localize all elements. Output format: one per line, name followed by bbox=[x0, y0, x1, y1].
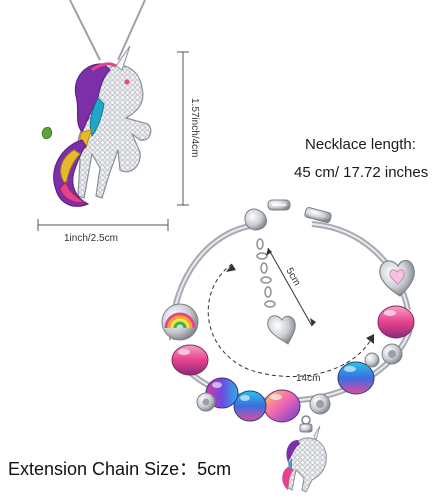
necklace-length-title: Necklace length: bbox=[305, 136, 416, 153]
glass-bead bbox=[171, 344, 209, 376]
width-dimension: 1inch/2.5cm bbox=[37, 219, 169, 244]
heart-tag-icon bbox=[267, 315, 296, 345]
glass-bead bbox=[263, 389, 301, 423]
heart-charm-icon bbox=[379, 259, 415, 297]
necklace-chain bbox=[69, 0, 146, 61]
diameter-dimension: 14cm bbox=[207, 263, 375, 384]
bracelet-chain bbox=[168, 221, 413, 404]
flower-bead-icon bbox=[309, 393, 331, 415]
height-dimension: 1.57inch/4cm bbox=[177, 51, 200, 206]
inner-dimension-label: 5cm bbox=[283, 266, 302, 288]
inner-dimension: 5cm bbox=[266, 247, 316, 327]
lobster-clasp-icon bbox=[244, 199, 332, 231]
necklace-length-value: 45 cm/ 17.72 inches bbox=[294, 164, 429, 181]
extension-chain-size-label: Extension Chain Size：5cm bbox=[8, 459, 232, 479]
unicorn-dangle-charm-icon bbox=[282, 415, 327, 493]
flower-bead-icon bbox=[196, 392, 216, 412]
glass-bead bbox=[337, 361, 375, 395]
height-dimension-label: 1.57inch/4cm bbox=[189, 98, 200, 157]
flower-bead-icon bbox=[381, 343, 403, 365]
glass-bead bbox=[233, 390, 267, 422]
unicorn-pendant-icon bbox=[41, 45, 152, 207]
flower-bead-icon bbox=[364, 352, 380, 368]
width-dimension-label: 1inch/2.5cm bbox=[64, 233, 118, 244]
rainbow-charm-icon bbox=[161, 303, 199, 341]
glass-bead bbox=[377, 305, 415, 339]
diameter-dimension-label: 14cm bbox=[296, 373, 320, 384]
extension-chain bbox=[256, 238, 276, 308]
